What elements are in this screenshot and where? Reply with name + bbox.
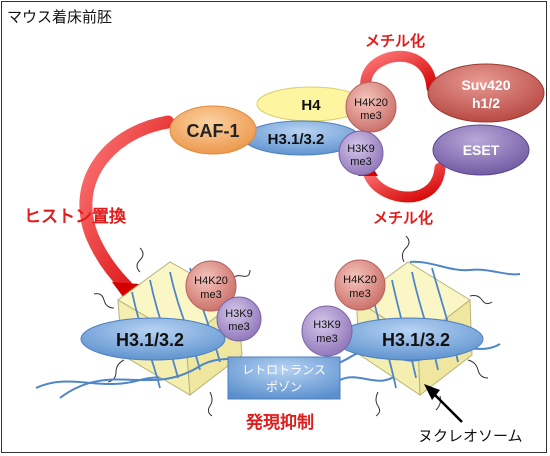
nucleosome-label: ヌクレオソーム [418,428,523,445]
retrotransposon-line2: ポゾン [266,380,302,394]
caf1-ellipse [169,105,257,155]
h4k20me3-circle [345,81,397,133]
nucleosome-right-h3k9me3-line2: me3 [316,333,337,345]
suv420-line2: h1/2 [472,95,500,111]
histone-replacement-label: ヒストン置換 [24,206,127,226]
h3k9me3-circle [338,130,384,176]
nucleosome-left-h3-label: H3.1/3.2 [116,330,184,350]
methylation-label-bottom: メチル化 [373,209,433,227]
nucleosome-right-h4k20me3-circle [334,259,386,311]
nucleosome-left-h3k9me3-line2: me3 [228,321,249,333]
caf1-label: CAF-1 [187,121,240,141]
suv420-line1: Suv420 [461,77,510,93]
retrotransposon-line1: レトロトランス [242,363,326,377]
methylation-label-top: メチル化 [365,32,425,50]
h3k9me3-line2: me3 [350,156,371,168]
nucleosome-pointer-arrow [424,384,463,423]
h4k20me3-line2: me3 [360,110,381,122]
eset-ellipse [432,124,530,176]
nucleosome-right-h3k9me3-circle [301,305,353,357]
nucleosome-left-h4k20me3-circle [185,260,237,312]
nucleosome-left-h3k9me3-line1: H3K9 [225,308,253,320]
repression-label: 発現抑制 [245,412,314,432]
nucleosome-left-h3-ellipse [80,317,226,361]
nucleosome-right-h4k20me3-line1: H4K20 [343,274,377,286]
eset-label: ESET [463,142,500,158]
nucleosome-left-h4k20me3-line1: H4K20 [194,275,228,287]
nucleosome-right-h3k9me3-line1: H3K9 [313,319,341,331]
diagram-title: マウス着床前胚 [7,8,113,26]
retrotransposon-box [227,356,341,400]
nucleosome-left-h4k20me3-line2: me3 [200,289,221,301]
nucleosome-right-h3-label: H3.1/3.2 [382,330,450,350]
h3k9me3-line1: H3K9 [347,143,375,155]
h4k20me3-line1: H4K20 [354,97,388,109]
h3-label: H3.1/3.2 [268,131,325,148]
h4-label: H4 [301,97,321,114]
nucleosome-left-h3k9me3-circle [216,296,262,342]
suv420-ellipse [427,63,545,123]
nucleosome-right-h4k20me3-line2: me3 [349,288,370,300]
